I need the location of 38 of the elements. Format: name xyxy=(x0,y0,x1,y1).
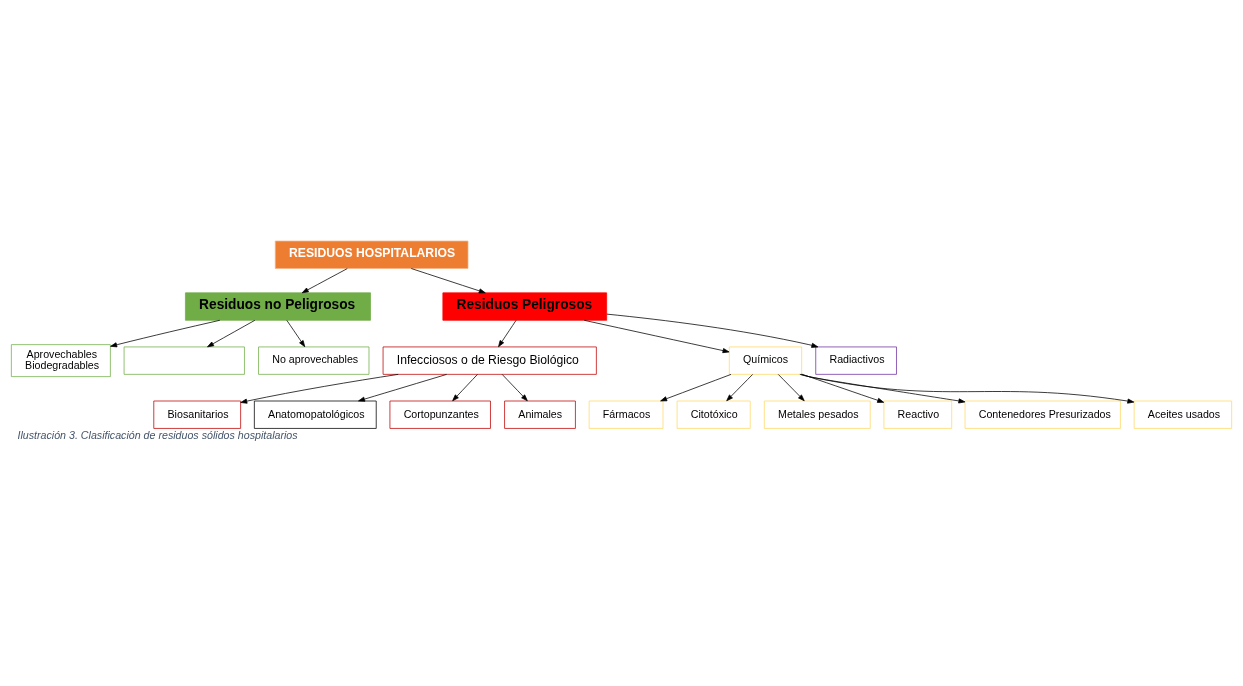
node-box: Infecciosos o de Riesgo Biológico xyxy=(382,346,597,375)
arrow xyxy=(207,319,256,347)
arrow xyxy=(777,373,805,401)
arrow xyxy=(726,373,754,401)
caption: Ilustración 3. Clasificación de residuos sólidos hospitalarios xyxy=(17,428,298,441)
node-box: Aprovechables Biodegradables xyxy=(10,343,111,377)
arrow xyxy=(801,373,885,403)
arrow xyxy=(799,373,1135,404)
node-box: Fármacos xyxy=(588,400,664,429)
arrow xyxy=(606,313,819,348)
node-box: RESIDUOS HOSPITALARIOS xyxy=(274,240,469,269)
arrow xyxy=(452,373,478,401)
node-box: Animales xyxy=(504,400,576,429)
arrow xyxy=(301,267,348,293)
node-box: Anatomopatológicos xyxy=(253,400,377,429)
arrow xyxy=(358,373,447,402)
arrow xyxy=(660,373,732,401)
arrow xyxy=(286,319,306,347)
arrow xyxy=(410,267,486,293)
node-box: Reactivo xyxy=(883,400,953,429)
arrow xyxy=(110,319,221,347)
node-box: Cortopunzantes xyxy=(389,400,491,429)
node-box: Citotóxico xyxy=(676,400,751,429)
node-box: Biosanitarios xyxy=(153,400,241,429)
arrow xyxy=(240,373,399,404)
node-box: Metales pesados xyxy=(763,400,871,429)
node-box: Residuos Peligrosos xyxy=(442,291,608,321)
arrow xyxy=(800,373,966,403)
node-box xyxy=(123,346,245,375)
arrow xyxy=(498,319,517,347)
node-box: Químicos xyxy=(728,346,803,375)
node-box: Residuos no Peligrosos xyxy=(185,291,371,321)
arrow xyxy=(501,373,528,401)
arrow xyxy=(583,319,730,353)
node-box: No aprovechables xyxy=(258,346,370,375)
node-box: Contenedores Presurizados xyxy=(964,400,1121,429)
node-box: Aceites usados xyxy=(1133,400,1233,429)
node-box: Radiactivos xyxy=(815,346,897,375)
